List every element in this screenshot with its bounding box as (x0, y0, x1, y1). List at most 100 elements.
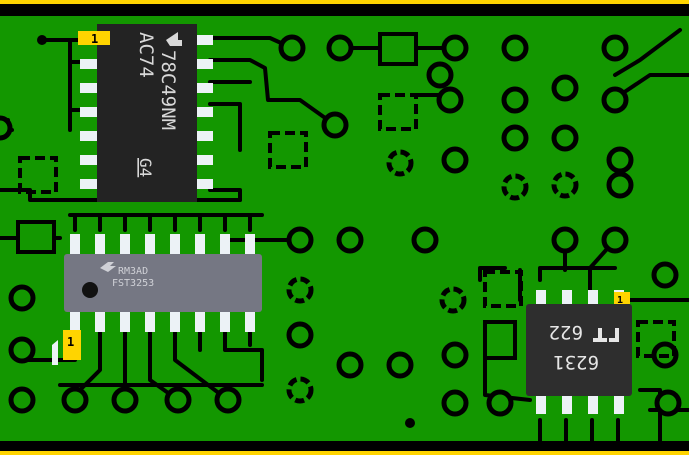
chip-marking-line: 78C49NM (157, 50, 179, 130)
via-pad (601, 34, 629, 62)
pin1-label: 1 (67, 335, 74, 349)
chip-pin (193, 35, 213, 45)
via-pad (601, 86, 629, 114)
via-pad (441, 34, 469, 62)
ti-logo-icon (166, 32, 182, 46)
pin1-marker (78, 31, 110, 45)
chip-pin (536, 394, 546, 414)
chip-pin (195, 310, 205, 332)
chip-u2-body (64, 254, 262, 312)
via-pad (386, 351, 414, 379)
via-pad (164, 386, 192, 414)
thermal-pad (501, 173, 529, 201)
chip-marking-line: RM3AD (118, 266, 148, 277)
top-edge-strip (0, 0, 689, 4)
via-pad (501, 86, 529, 114)
chip-pin (120, 310, 130, 332)
pin1-marker (63, 330, 81, 360)
thermal-pad (286, 276, 314, 304)
via-pad (326, 34, 354, 62)
thermal-pads (286, 149, 579, 404)
pin1-label: 1 (617, 295, 623, 306)
via-pad (278, 34, 306, 62)
small-via (405, 418, 415, 428)
smd-footprint (268, 131, 308, 169)
chip-pin (95, 234, 105, 254)
via-pad (441, 146, 469, 174)
smd-pad (483, 320, 517, 360)
pin1-label: 1 (91, 32, 98, 46)
chip-pin (562, 394, 572, 414)
via-pad (601, 226, 629, 254)
chip-pin (170, 234, 180, 254)
chip-pin (245, 310, 255, 332)
chip-pin (80, 179, 100, 189)
via-pad (436, 86, 464, 114)
chip-marking-line: 622 (549, 321, 583, 343)
chip-pin (70, 234, 80, 254)
chip-pin (193, 107, 213, 117)
chip-marking-line: 6231 (553, 351, 599, 373)
via-pad (441, 341, 469, 369)
smd-pad (16, 220, 56, 254)
chip-u3-marking: 6231 622 (549, 321, 619, 373)
chip-pin (70, 310, 80, 332)
chip-pin (193, 59, 213, 69)
via-pad (0, 115, 13, 141)
chip-pin (245, 234, 255, 254)
via-pad (8, 336, 36, 364)
chip-u1-pins (80, 35, 213, 189)
via-pad (606, 171, 634, 199)
chip-u1: 1 78C49NM AC74 G4 (78, 24, 213, 202)
via-pad (441, 389, 469, 417)
chip-marking-line: AC74 (135, 32, 157, 78)
chip-pin (588, 290, 598, 306)
chip-u2-pins (70, 234, 255, 332)
bottom-edge-strip (0, 451, 689, 455)
chip-u1-marking: 78C49NM AC74 G4 (135, 32, 182, 177)
chip-pin (536, 290, 546, 306)
smd-footprints (18, 93, 676, 358)
chip-pin (80, 83, 100, 93)
chip-pin (145, 234, 155, 254)
via-pad (336, 351, 364, 379)
via-pad (111, 386, 139, 414)
thermal-pad (551, 171, 579, 199)
via-pad (606, 146, 634, 174)
chip-pin (193, 83, 213, 93)
fairchild-logo-icon (100, 262, 116, 272)
thermal-pad (439, 286, 467, 314)
via-pad (551, 226, 579, 254)
chip-u2-dimple (82, 282, 98, 298)
via-pad (8, 386, 36, 414)
smd-footprint (636, 320, 676, 358)
chip-pin (80, 107, 100, 117)
chip-pin (193, 131, 213, 141)
via-pad (486, 389, 514, 417)
chip-pin (614, 394, 624, 414)
via-pad (426, 61, 454, 89)
smd-footprint (483, 270, 523, 308)
chip-u3-body (526, 304, 632, 396)
via-pad (321, 111, 349, 139)
via-pad (411, 226, 439, 254)
via-pad (214, 386, 242, 414)
chip-u1-body (97, 24, 197, 202)
via-pad (286, 226, 314, 254)
thermal-pad (386, 149, 414, 177)
via-pad (8, 284, 36, 312)
chip-pin (588, 394, 598, 414)
chip-pin (193, 155, 213, 165)
via-pad (651, 261, 679, 289)
smd-pad (378, 32, 418, 66)
chip-pin (170, 310, 180, 332)
chip-pin (193, 179, 213, 189)
via-pad (286, 321, 314, 349)
smd-pads (16, 32, 517, 360)
smd-footprint (378, 93, 418, 131)
small-via (37, 35, 47, 45)
via-pad (551, 74, 579, 102)
chip-marking-line: FST3253 (112, 278, 154, 289)
thermal-pad (286, 376, 314, 404)
via-pad (501, 34, 529, 62)
